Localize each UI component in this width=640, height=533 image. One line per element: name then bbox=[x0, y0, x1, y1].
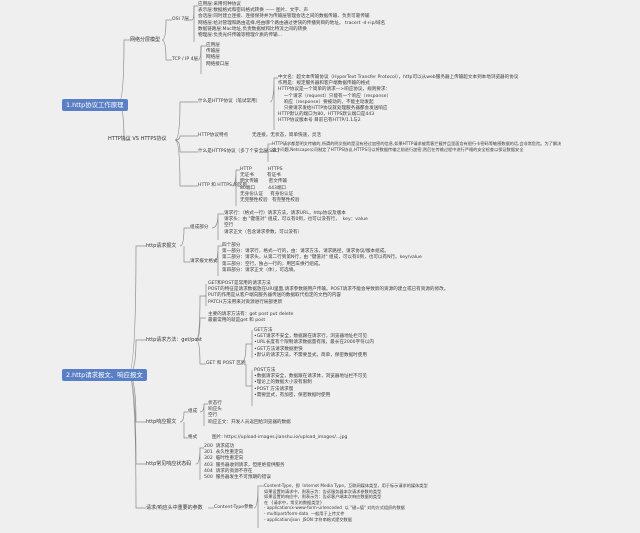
text-get: GET方法 •GET请求不安全，数据跟在请求行，浏览器地址栏可见 •URL长度有… bbox=[254, 328, 374, 358]
node-http-features[interactable]: HTTP协议特点 bbox=[198, 133, 229, 138]
text-what-is-https: HTTP请求都是明文传输的,所谓的明文指的是没有经过加密的信息,如果HTTP请求… bbox=[272, 141, 562, 153]
node-http-vs-https[interactable]: HTTP协议 VS HTTPS协议 bbox=[108, 136, 167, 142]
node-headers[interactable]: 请求/响应头中重要的参数 bbox=[146, 505, 203, 511]
text-post: POST方法 •数据请求安全，数据跟在请求体，浏览器地址栏不可见 •理论上的数据… bbox=[254, 368, 367, 398]
node-content-type[interactable]: Content-Type参数 bbox=[214, 505, 254, 510]
text-http-https-diff: HTTP HTTPS 无证书 有证书 明文传输 密文传输 80端口 443端口 … bbox=[240, 167, 300, 204]
root-node-http-principle[interactable]: 1.http协议工作原理 bbox=[62, 99, 128, 111]
node-osi[interactable]: OSI 7层 bbox=[172, 17, 189, 22]
text-resp-part: 状态行 响应头 空行 响应正文：开发人员返回给浏览器的数据 bbox=[208, 401, 291, 425]
node-get-post[interactable]: GET 和 POST 区别 bbox=[206, 361, 246, 366]
node-http-response[interactable]: http响应报文 bbox=[146, 419, 177, 425]
text-what-is-http: 中文名：超文本传输协议（HyperText Transfer Protocol）… bbox=[278, 75, 519, 124]
node-http-https-diff[interactable]: HTTP 和 HTTPS 的区别 bbox=[198, 183, 248, 188]
text-content-type: Content-Type，即 Internet Media Type，互联网媒体… bbox=[264, 483, 428, 522]
text-http-features: 无连接，无状态，简单快速，灵活 bbox=[252, 133, 321, 138]
node-resp-part[interactable]: 组成 bbox=[188, 409, 198, 414]
node-what-is-http[interactable]: 什么是HTTP协议（笔试常用） bbox=[198, 99, 261, 104]
node-http-methods[interactable]: http请求方法：get/post bbox=[146, 337, 202, 343]
node-resp-format[interactable]: 格式 bbox=[188, 435, 198, 440]
text-methods: GET和POST是常用的请求方法 POST的特征是请求数据放在URI里面,请求参… bbox=[208, 281, 449, 305]
text-tcpip: 应用层 传输层 网络层 网络接口层 bbox=[206, 43, 229, 67]
text-req-format: 四个部分 第一部分：请求行，格式一行的，由：请求方法，请求路径，请求协议/版本组… bbox=[222, 243, 422, 273]
text-status: 200 请求成功 301 永久性重定向 302 临时性重定向 403 服务器收到… bbox=[204, 444, 285, 481]
text-resp-format: 图片: https://upload-images.jianshu.io/upl… bbox=[212, 435, 348, 440]
node-http-request[interactable]: http请求报文 bbox=[146, 243, 177, 249]
root-node-http-messages[interactable]: 2.http请求报文、响应报文 bbox=[62, 369, 147, 381]
node-what-is-https[interactable]: 什么是HTTPS协议（多了个安全层,SSL） bbox=[198, 149, 283, 154]
node-http-status[interactable]: http常见响应状态码 bbox=[146, 461, 192, 467]
text-osi: 应用层:采用何种协议 表示层:数据格式和密码格式转换 —— 图片、文字、声 会话… bbox=[198, 2, 386, 39]
node-network-model[interactable]: 网络分层模型 bbox=[130, 37, 161, 43]
text-methods2: 主要的请求方法有：get post put delete 最最常用的就是get … bbox=[208, 312, 294, 324]
node-tcpip[interactable]: TCP / IP 4层 bbox=[172, 57, 199, 62]
node-req-format[interactable]: 请求报文格式 bbox=[190, 259, 218, 264]
node-req-part[interactable]: 组成部分 bbox=[190, 225, 209, 230]
text-req-part: 请求行：（格式一行）请求方法，请求URL，http协议及版本 请求头：由 "键值… bbox=[224, 211, 368, 235]
